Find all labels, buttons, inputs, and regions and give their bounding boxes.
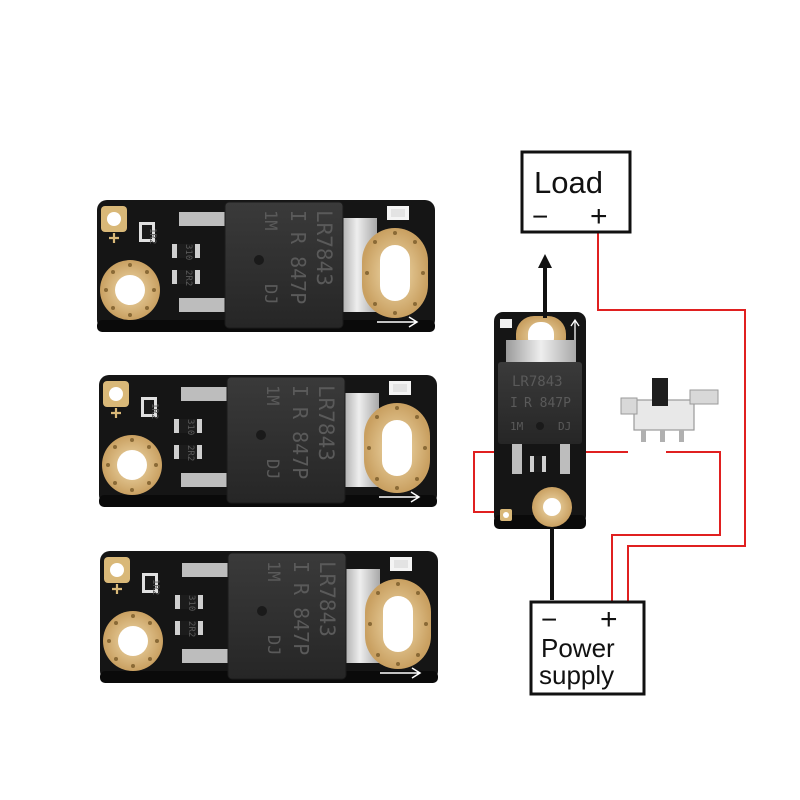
- wiring-diagram: LR7843 I R 847P 1M DJ Load − +: [473, 150, 746, 696]
- board-3-res3-label: 2R2: [186, 621, 196, 637]
- board-2-logo: I: [288, 385, 312, 397]
- board-2-code: 1M: [262, 385, 282, 405]
- load-label: Load: [534, 165, 603, 200]
- board-1-code: 1M: [260, 210, 280, 230]
- wiring-module-code: 1M: [510, 420, 524, 433]
- load-box: Load − +: [520, 150, 632, 234]
- board-2-res1-label: 1R2: [149, 403, 159, 419]
- board-1-res2-label: 310: [183, 244, 193, 260]
- board-2-part-number: LR7843: [314, 385, 338, 461]
- power-label-line2: supply: [539, 660, 614, 690]
- board-1-part-number: LR7843: [312, 210, 336, 286]
- board-2-date-code: DJ: [262, 459, 282, 479]
- wiring-module-logo: I: [510, 396, 518, 411]
- board-1-date-code: DJ: [260, 284, 280, 304]
- mosfet-board-3: 1R2 310 2R2 LR7843 I R 847P 1M DJ: [98, 549, 440, 685]
- load-plus-label: +: [590, 200, 608, 233]
- wiring-module: LR7843 I R 847P 1M DJ: [494, 312, 586, 529]
- board-2-res3-label: 2R2: [185, 445, 195, 461]
- slide-switch: [620, 378, 719, 442]
- power-minus-label: −: [541, 604, 557, 635]
- board-1-logo: I: [286, 210, 310, 222]
- power-label-line1: Power: [541, 633, 615, 663]
- board-3-code: 1M: [263, 561, 283, 581]
- arrow-to-load: [538, 254, 552, 268]
- mosfet-board-1: 1R2 310 2R2 LR7843 I R 847P 1M DJ: [95, 198, 437, 334]
- board-2-res2-label: 310: [185, 419, 195, 435]
- board-3-logo: I: [289, 561, 313, 573]
- power-supply-box: − + Power supply: [529, 600, 646, 696]
- wiring-module-date-code: DJ: [558, 420, 571, 433]
- board-1-marking: R 847P: [286, 232, 310, 304]
- black-wires: [543, 268, 554, 600]
- board-1-res1-label: 1R2: [147, 228, 157, 244]
- board-3-marking: R 847P: [289, 583, 313, 655]
- board-3-part-number: LR7843: [315, 561, 339, 637]
- mosfet-board-2: 1R2 310 2R2 LR7843 I R 847P 1M DJ: [97, 373, 439, 509]
- board-3-res1-label: 1R2: [150, 579, 160, 595]
- board-3-date-code: DJ: [263, 635, 283, 655]
- board-1-res3-label: 2R2: [183, 270, 193, 286]
- wiring-module-part-number: LR7843: [512, 374, 563, 390]
- power-plus-label: +: [600, 603, 618, 636]
- board-2-marking: R 847P: [288, 407, 312, 479]
- board-3-res2-label: 310: [186, 595, 196, 611]
- wiring-module-marking: R 847P: [524, 396, 571, 411]
- load-minus-label: −: [532, 201, 548, 232]
